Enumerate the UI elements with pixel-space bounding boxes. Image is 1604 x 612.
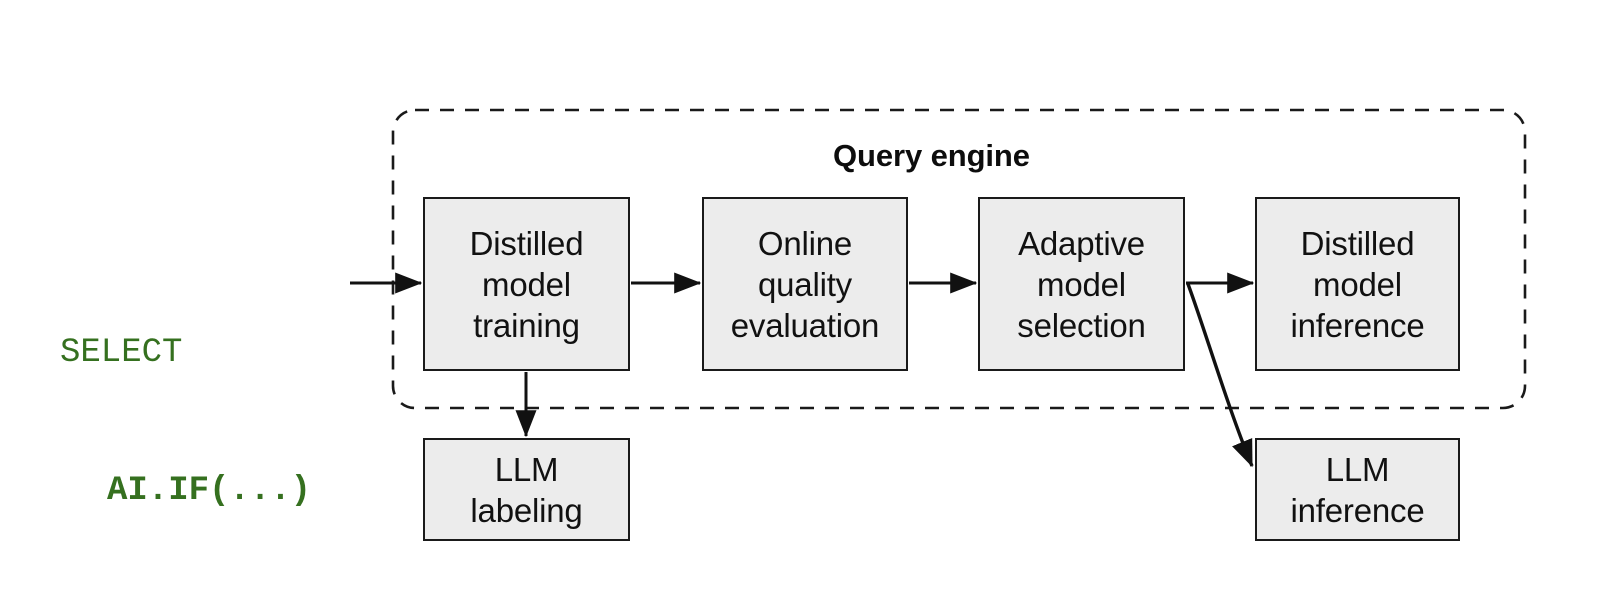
node-online-quality-evaluation-label: Online quality evaluation [730,224,880,344]
node-adaptive-model-selection[interactable]: Adaptive model selection [978,197,1185,371]
node-distilled-model-training-label: Distilled model training [469,224,584,344]
node-online-quality-evaluation[interactable]: Online quality evaluation [702,197,908,371]
node-distilled-model-inference[interactable]: Distilled model inference [1255,197,1460,371]
query-engine-title: Query engine [833,138,1030,173]
node-llm-labeling[interactable]: LLM labeling [423,438,630,541]
sql-keyword-select: SELECT [60,334,183,372]
sql-function-ai-if: AI.IF(...) [107,472,312,510]
node-distilled-model-training[interactable]: Distilled model training [423,197,630,371]
node-adaptive-model-selection-label: Adaptive model selection [1017,224,1146,344]
edge-selection-to-llm-inference [1186,283,1254,468]
node-distilled-model-inference-label: Distilled model inference [1290,224,1425,344]
node-llm-labeling-label: LLM labeling [470,450,583,529]
node-llm-inference[interactable]: LLM inference [1255,438,1460,541]
node-llm-inference-label: LLM inference [1290,450,1425,529]
sql-query-text: SELECT AI.IF(...) [60,238,311,606]
